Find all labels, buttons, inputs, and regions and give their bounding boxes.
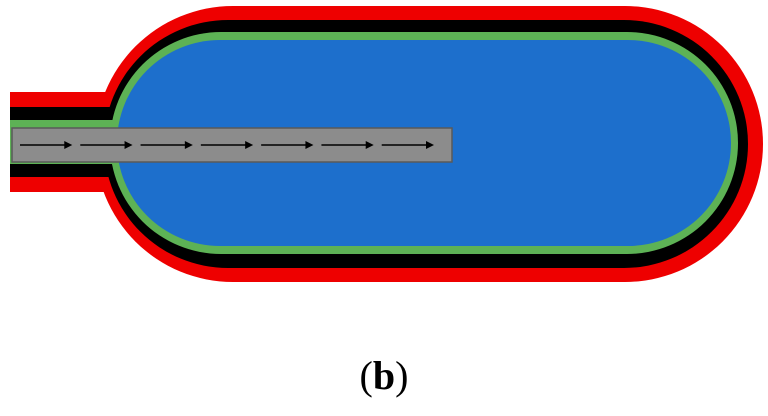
caption-letter: b <box>372 353 396 398</box>
arrow-right-icon <box>321 141 374 149</box>
capsule-diagram <box>10 6 763 282</box>
arrow-right-icon <box>140 141 193 149</box>
arrow-right-icon <box>80 141 133 149</box>
arrow-right-icon <box>20 141 73 149</box>
figure-caption: (b) <box>0 352 768 400</box>
arrow-right-icon <box>261 141 314 149</box>
caption-close-paren: ) <box>395 353 409 398</box>
flow-arrows <box>20 141 434 149</box>
caption-open-paren: ( <box>359 353 373 398</box>
arrow-right-icon <box>200 141 254 149</box>
arrow-right-icon <box>381 141 434 149</box>
